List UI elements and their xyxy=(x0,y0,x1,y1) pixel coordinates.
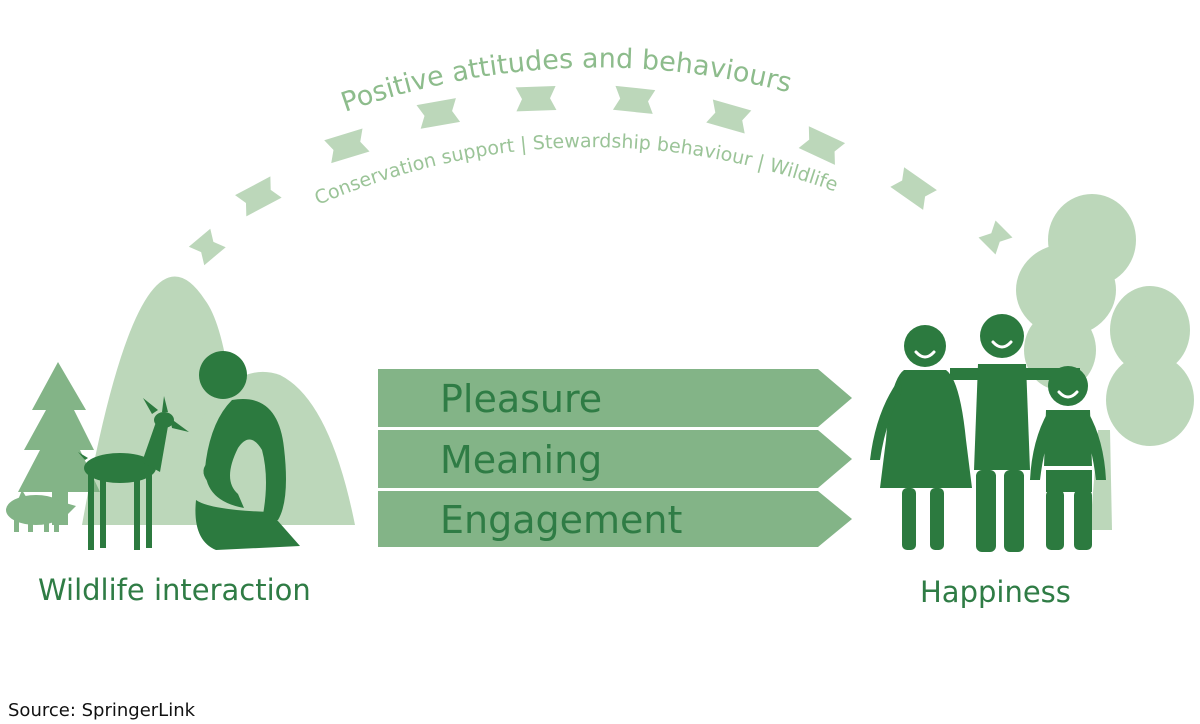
arc-chevron xyxy=(188,228,226,266)
pathway-arrows: Pleasure Meaning Engagement xyxy=(378,369,852,547)
feedback-arc xyxy=(154,85,1013,320)
pine-tree-icon xyxy=(18,362,100,525)
arc-chevron xyxy=(978,220,1013,255)
source-note: Source: SpringerLink xyxy=(8,700,196,721)
crouching-person-icon xyxy=(195,351,300,550)
arc-chevron xyxy=(706,99,752,134)
arc-chevron xyxy=(235,176,282,217)
pathway-arrow-engagement: Engagement xyxy=(378,491,852,547)
arc-chevron xyxy=(324,128,370,164)
arrow-shape xyxy=(378,491,852,547)
pathway-label: Meaning xyxy=(440,438,602,482)
pathway-arrow-pleasure: Pleasure xyxy=(378,369,852,427)
pathway-label: Engagement xyxy=(440,498,682,542)
arc-chevron xyxy=(890,167,937,210)
arc-subtitle: Conservation support | Stewardship behav… xyxy=(311,130,840,209)
arc-chevron xyxy=(416,98,461,129)
deer-icon xyxy=(78,396,189,550)
happiness-scene xyxy=(870,194,1194,552)
family-smiles xyxy=(914,340,1079,399)
mountain-front-icon xyxy=(160,371,355,525)
arrow-shape xyxy=(378,369,852,427)
deciduous-tree-icon xyxy=(1016,194,1194,530)
boar-icon xyxy=(6,490,76,532)
right-caption: Happiness xyxy=(920,575,1071,609)
wildlife-scene xyxy=(6,276,355,550)
family-icon xyxy=(870,314,1106,552)
left-caption: Wildlife interaction xyxy=(38,573,311,607)
pathway-arrow-meaning: Meaning xyxy=(378,430,852,488)
pathway-label: Pleasure xyxy=(440,377,602,421)
arc-chevron xyxy=(798,126,846,165)
arc-chevron xyxy=(612,85,656,114)
arrow-shape xyxy=(378,430,852,488)
arc-chevron xyxy=(515,86,557,112)
